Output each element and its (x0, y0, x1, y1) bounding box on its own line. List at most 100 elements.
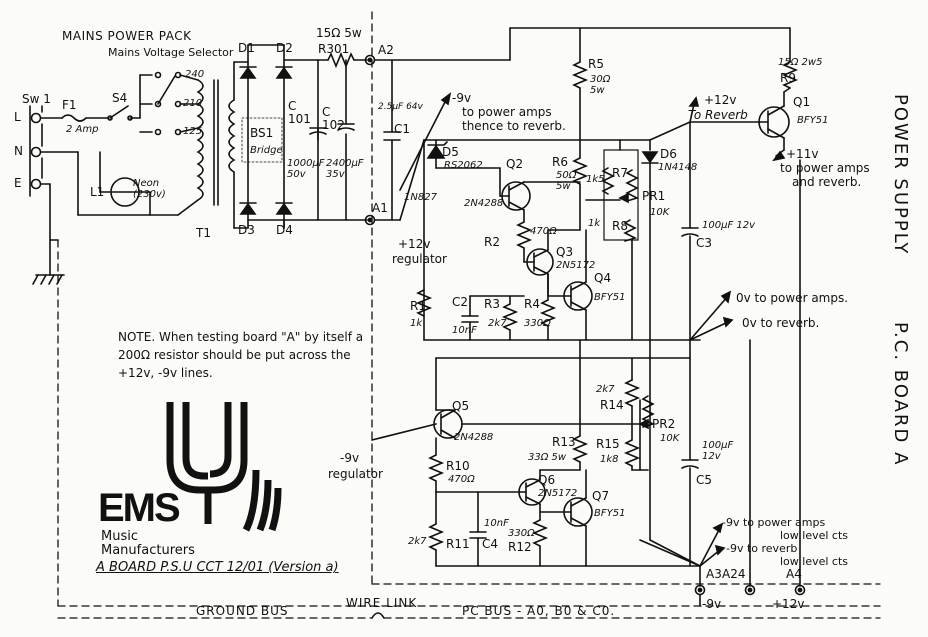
r5-value: 30Ω 5w (590, 74, 611, 96)
q4-type: BFY51 (594, 292, 626, 303)
r15-value: 1k8 (600, 454, 619, 465)
r11-value: 2k7 (408, 536, 427, 547)
ems-logo-graphic (166, 402, 282, 532)
plus11-dest2: and reverb. (792, 175, 862, 189)
plus11-dest: to power amps (780, 161, 870, 175)
neg9-dest2: thence to reverb. (462, 119, 566, 133)
regulator-plus12 (399, 27, 799, 341)
reg12-label2: regulator (392, 252, 447, 266)
q7-type: BFY51 (594, 508, 626, 519)
diode-d2-label: D2 (276, 41, 293, 55)
transformer-label: T1 (196, 226, 211, 240)
c3-value: 100µF 12v (702, 220, 756, 231)
pr2-value: 10K (660, 433, 680, 444)
node-a3: A3 (706, 567, 722, 581)
lamp-rating: Neon (230v) (133, 178, 166, 200)
r3-name: R3 (484, 297, 500, 311)
reg9-label: -9v (340, 451, 360, 465)
q1-type: BFY51 (797, 115, 829, 126)
c1-value: 2.5µF 64v (378, 102, 423, 112)
r8-value: 1k (588, 218, 601, 229)
fuse-label: F1 (62, 98, 77, 112)
c2-name: C2 (452, 295, 469, 309)
plus12-label: +12v (704, 93, 737, 107)
d5-name: D5 (442, 145, 459, 159)
wire-link (57, 612, 881, 619)
node-a24: A24 (722, 567, 746, 581)
r12-value: 330Ω (508, 528, 535, 539)
to-reverb-label: To Reverb (688, 108, 748, 122)
c2-value: 10nF (452, 325, 477, 336)
pr2-name: PR2 (652, 417, 676, 431)
lamp-label: L1 (90, 185, 105, 199)
q6-name: Q6 (538, 473, 556, 487)
r7-value: 1k5 (586, 174, 605, 185)
outputs (371, 92, 806, 607)
wire-link-label: WIRE LINK (346, 596, 418, 610)
mains-earth: E (14, 176, 22, 190)
neg9-label: -9v (452, 91, 472, 105)
diode-d3-label: D3 (238, 223, 255, 237)
bridge-note: Bridge (250, 145, 283, 156)
d5-type: RS2062 (444, 160, 483, 171)
mains-neutral: N (14, 144, 23, 158)
diode-d4-label: D4 (276, 223, 293, 237)
pack-title: MAINS POWER PACK (62, 29, 192, 43)
ground-bus-label: GROUND BUS (196, 604, 289, 618)
r1-value: 1k (410, 318, 423, 329)
r4-value: 330Ω (524, 318, 551, 329)
mains-switch: Sw 1 (22, 92, 51, 106)
c3-name: C3 (696, 236, 713, 250)
c5-value: 100µF 12v (702, 440, 734, 462)
tap-125: 125 (183, 126, 203, 137)
transformer-t1 (177, 61, 249, 229)
r13-name: R13 (552, 435, 576, 449)
node-a2: A2 (378, 43, 394, 57)
r301-name: R301 (318, 42, 350, 56)
q1-name: Q1 (793, 95, 811, 109)
pr1-value: 10K (650, 207, 670, 218)
out-neg9: -9v (702, 597, 722, 611)
voltage-selector (139, 71, 182, 136)
neg9-ll-3: -9v to reverb (726, 542, 798, 555)
node-a4: A4 (786, 567, 802, 581)
neg9-ll-4: low level cts (780, 555, 849, 568)
out-plus12: +12v (772, 597, 805, 611)
r12-name: R12 (508, 540, 532, 554)
c102-value: 2400µF 35v (326, 158, 364, 180)
c101-name: C 101 (288, 99, 311, 126)
r301-value: 15Ω 5w (316, 26, 362, 40)
ov-amps-label: 0v to power amps. (736, 291, 849, 305)
pr1-name: PR1 (642, 189, 666, 203)
switch-s4-label: S4 (112, 91, 128, 105)
pc-bus-label: PC BUS - A0, B0 & C0. (462, 604, 616, 618)
diode-d1-label: D1 (238, 41, 255, 55)
d5-note: 1N827 (404, 192, 437, 203)
r6-name: R6 (552, 155, 568, 169)
r8-name: R8 (612, 219, 628, 233)
c4-value: 10nF (484, 518, 509, 529)
r14-name: R14 (600, 398, 624, 412)
neg9-ll-1: -9v to power amps (722, 516, 826, 529)
main-rails (247, 27, 791, 229)
logo-line2: Manufacturers (101, 543, 195, 558)
ems-logo-text: EMS (98, 486, 181, 530)
c5-name: C5 (696, 473, 713, 487)
reg9-label2: regulator (328, 467, 383, 481)
r3-value: 2k7 (488, 318, 507, 329)
tap-210: 210 (183, 98, 203, 109)
r1-name: R1 (410, 299, 426, 313)
r10-name: R10 (446, 459, 470, 473)
regulator-minus9 (427, 339, 701, 567)
testing-note: NOTE. When testing board "A" by itself a… (118, 330, 364, 380)
ov-reverb-label: 0v to reverb. (742, 316, 820, 330)
q2-name: Q2 (506, 157, 524, 171)
r4-name: R4 (524, 297, 540, 311)
board-boundary (57, 11, 881, 607)
r15-name: R15 (596, 437, 620, 451)
r9-name: R9 (780, 71, 796, 85)
c1-name: C1 (394, 122, 411, 136)
r14-value: 2k7 (596, 384, 615, 395)
